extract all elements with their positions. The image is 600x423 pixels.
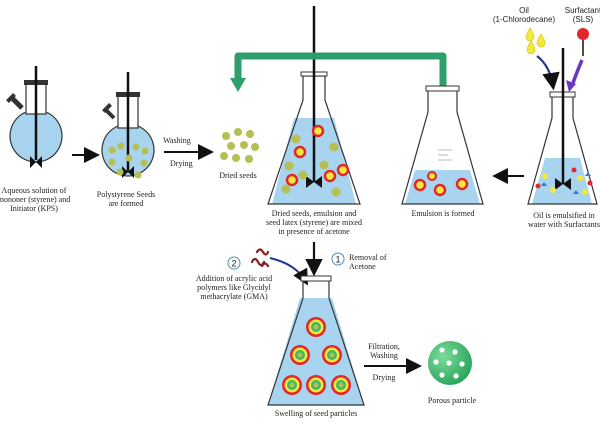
svg-text:Oil: Oil: [519, 6, 529, 15]
svg-text:2: 2: [231, 259, 236, 269]
central-flask: [267, 6, 361, 205]
swollen-particle: [331, 375, 351, 395]
svg-text:mononer (styrene) and: mononer (styrene) and: [0, 195, 70, 204]
green-transfer-arrow: [234, 52, 447, 90]
surfactant-to-flask-arrow: [570, 59, 584, 87]
round-flask-1: [6, 66, 63, 168]
porous-particle: [428, 341, 472, 385]
svg-text:water with Surfactants: water with Surfactants: [528, 220, 600, 229]
svg-text:methacrylate (GMA): methacrylate (GMA): [200, 292, 268, 301]
svg-text:are formed: are formed: [109, 199, 144, 208]
swollen-particle: [306, 317, 326, 337]
svg-text:1: 1: [335, 255, 340, 265]
surfactant-arrow-head: [566, 80, 576, 92]
swollen-particle: [290, 345, 310, 365]
filtration-label: Filtration, Washing: [368, 342, 400, 360]
svg-text:Filtration,: Filtration,: [368, 342, 400, 351]
polymer-strand-icon: [250, 248, 270, 268]
swollen-particle: [282, 375, 302, 395]
swollen-particle: [322, 345, 342, 365]
svg-text:in presence of acetone: in presence of acetone: [278, 227, 350, 236]
oil-label: Oil (1-Chlorodecane): [493, 6, 556, 24]
svg-text:(1-Chlorodecane): (1-Chlorodecane): [493, 15, 556, 24]
porous-particle-label: Porous particle: [428, 396, 477, 405]
oil-flask-caption: Oil is emulsified in water with Surfacta…: [528, 211, 600, 229]
surfactant-label: Surfactant (SLS): [565, 6, 600, 24]
drying-label-2: Drying: [373, 373, 396, 382]
svg-text:Polystyrene Seeds: Polystyrene Seeds: [97, 190, 155, 199]
oil-droplets-icon: [525, 27, 546, 55]
step-1-text: Removal of Acetone: [349, 253, 387, 271]
svg-text:Addition of acrylic acid: Addition of acrylic acid: [196, 274, 272, 283]
emulsion-flask: [401, 85, 484, 205]
emulsion-caption: Emulsion is formed: [411, 209, 474, 218]
svg-text:Oil is emulsified in: Oil is emulsified in: [533, 211, 595, 220]
round-flask-2: [101, 72, 155, 179]
flask2-caption: Polystyrene Seeds are formed: [97, 190, 155, 208]
swollen-particle: [306, 375, 326, 395]
svg-text:Surfactant: Surfactant: [565, 6, 600, 15]
swelling-caption: Swelling of seed particles: [275, 409, 357, 418]
central-flask-caption: Dried seeds, emulsion and seed latex (st…: [266, 209, 362, 236]
step-2-text: Addition of acrylic acid polymers like G…: [196, 274, 272, 301]
drying-label-1: Drying: [170, 159, 193, 168]
svg-text:Acetone: Acetone: [349, 262, 376, 271]
svg-text:(SLS): (SLS): [573, 15, 594, 24]
swollen-seed-particles: [282, 317, 351, 395]
step-1-badge: 1: [331, 252, 345, 266]
svg-text:Initiator (KPS): Initiator (KPS): [10, 204, 58, 213]
oil-flask: [527, 48, 598, 205]
surfactant-molecule-icon: [577, 28, 589, 56]
svg-text:Aqueous solution of: Aqueous solution of: [2, 186, 67, 195]
step-2-badge: 2: [227, 256, 241, 270]
washing-label: Washing: [163, 136, 191, 145]
svg-text:seed latex (styrene) are mixed: seed latex (styrene) are mixed: [266, 218, 362, 227]
svg-text:Dried seeds, emulsion and: Dried seeds, emulsion and: [272, 209, 356, 218]
svg-text:Removal of: Removal of: [349, 253, 387, 262]
svg-text:polymers like Glycidyl: polymers like Glycidyl: [197, 283, 272, 292]
oil-to-flask-arrow: [536, 55, 560, 91]
dried-seeds: [220, 128, 259, 163]
dried-seeds-label: Dried seeds: [219, 171, 257, 180]
flask1-caption: Aqueous solution of mononer (styrene) an…: [0, 186, 70, 213]
svg-text:Washing: Washing: [370, 351, 398, 360]
green-arrow-head: [230, 78, 246, 92]
